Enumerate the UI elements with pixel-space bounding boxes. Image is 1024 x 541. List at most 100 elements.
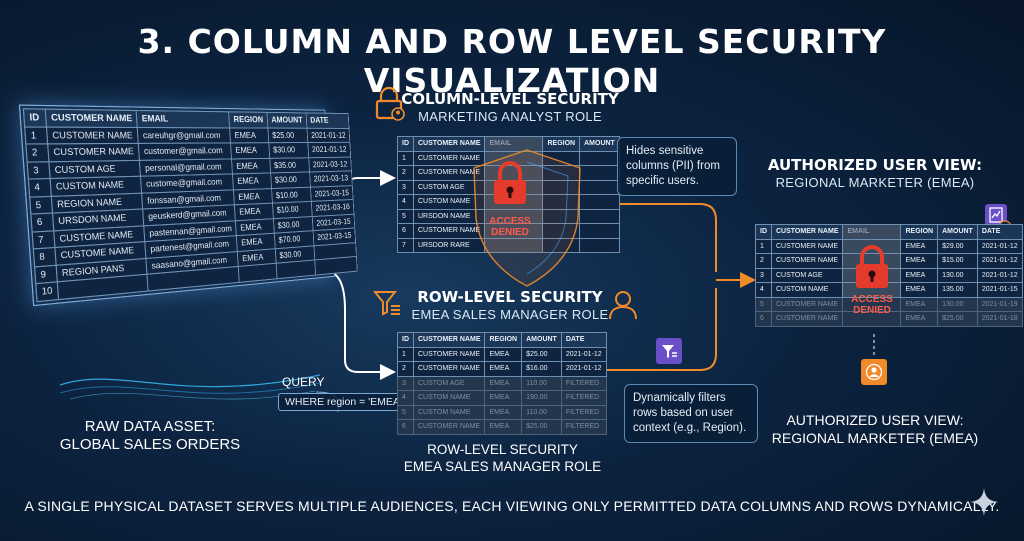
column-header: ID (755, 224, 772, 240)
table-cell: CUSTOM NAME (412, 404, 486, 420)
auth-access-denied: ACCESS DENIED (836, 244, 908, 316)
query-label: QUERY (282, 375, 325, 389)
table-cell (542, 208, 581, 224)
table-cell (579, 223, 620, 239)
table-cell (542, 179, 581, 195)
table-cell: CUSTOM AGE (412, 179, 486, 195)
table-cell: $30.00 (270, 171, 311, 189)
table-cell: EMEA (484, 404, 523, 420)
table-cell: 1 (397, 346, 414, 362)
table-cell: $25.00 (937, 311, 978, 327)
table-cell: 2021-01-18 (976, 311, 1023, 327)
table-cell: 110.00 (521, 375, 562, 391)
table-cell: 2 (25, 143, 49, 162)
table-cell: 2021-01-12 (976, 267, 1023, 283)
table-cell: 4 (755, 282, 772, 298)
cls-note: Hides sensitive columns (PII) from speci… (617, 137, 737, 196)
connector-cls-to-auth (605, 203, 717, 272)
table-cell: CUSTOMER NAME (770, 253, 844, 269)
table-cell: EMEA (231, 157, 271, 174)
table-cell: $25.00 (521, 346, 562, 362)
table-cell: $35.00 (269, 157, 310, 173)
table-cell: 6 (755, 311, 772, 327)
column-header: AMOUNT (521, 332, 562, 348)
table-cell (579, 179, 620, 195)
table-cell: 5 (397, 404, 414, 420)
table-cell: 3 (397, 179, 414, 195)
table-cell: $25.00 (521, 419, 562, 435)
table-cell: CUSTOMER NAME (412, 361, 486, 377)
table-cell: 3 (27, 161, 50, 180)
table-cell: careuhgr@gmail.com (137, 126, 231, 144)
table-cell: 1 (24, 126, 48, 144)
lock-user-icon (372, 86, 406, 122)
column-header: ID (397, 136, 414, 152)
table-cell (542, 194, 581, 210)
table-cell: CUSTOMER NAME (770, 296, 844, 312)
table-cell: CUSTOMER NAME (47, 143, 140, 162)
table-cell: EMEA (484, 346, 523, 362)
table-cell (579, 194, 620, 210)
column-header: REGION (484, 332, 523, 348)
table-cell: EMEA (484, 390, 523, 406)
column-header: CUSTOMER NAME (45, 109, 138, 127)
table-cell: FILTERED (560, 404, 607, 420)
table-cell: 2021-01-12 (307, 142, 351, 158)
table-cell (275, 259, 316, 279)
table-cell: 6 (30, 213, 54, 232)
table-cell: EMEA (900, 267, 939, 283)
table-cell (579, 237, 620, 253)
column-header: ID (23, 108, 47, 127)
column-header: AMOUNT (579, 136, 620, 152)
table-cell: 8 (33, 247, 56, 267)
table-cell: CUSTOMER NAME (412, 223, 486, 239)
table-cell (542, 165, 581, 181)
table-cell (238, 263, 277, 282)
table-cell: 2021-01-12 (560, 346, 607, 362)
table-cell: $15.00 (937, 253, 978, 269)
table-cell (542, 223, 581, 239)
table-cell: EMEA (484, 419, 523, 435)
column-header: EMAIL (842, 224, 902, 240)
table-cell: EMEA (232, 172, 272, 190)
table-cell: 7 (32, 230, 55, 249)
column-header: DATE (560, 332, 607, 348)
column-header: EMAIL (136, 110, 230, 128)
table-cell: 9 (34, 264, 58, 284)
table-cell: URSDON NAME (412, 208, 486, 224)
table-cell: 1 (397, 150, 414, 166)
table-cell: CUSTOMER NAME (770, 311, 844, 327)
table-cell: 130.00 (937, 296, 978, 312)
table-cell: 130.00 (937, 267, 978, 283)
column-header: AMOUNT (266, 112, 307, 128)
table-cell: CUSTOMER NAME (46, 126, 139, 144)
table-cell: EMEA (484, 361, 523, 377)
table-cell: 2 (397, 361, 414, 377)
data-stream-graphic (60, 374, 320, 400)
auth-header: AUTHORIZED USER VIEW: REGIONAL MARKETER … (767, 156, 983, 190)
table-cell: 2021-01-15 (976, 282, 1023, 298)
table-cell: FILTERED (560, 390, 607, 406)
column-header: DATE (306, 112, 349, 128)
table-cell: 2021-01-12 (560, 361, 607, 377)
lock-icon (494, 161, 526, 204)
rls-header: ROW-LEVEL SECURITY EMEA SALES MANAGER RO… (411, 288, 609, 322)
table-cell: 4 (397, 194, 414, 210)
column-header: EMAIL (484, 136, 544, 152)
column-header: REGION (228, 111, 268, 128)
table-cell: 3 (397, 375, 414, 391)
table-cell: 5 (755, 296, 772, 312)
table-cell: CUSTOMER NAME (412, 419, 486, 435)
sparkle-icon (970, 488, 998, 516)
table-cell: 2021-01-19 (976, 296, 1023, 312)
column-header: CUSTOMER NAME (412, 136, 486, 152)
